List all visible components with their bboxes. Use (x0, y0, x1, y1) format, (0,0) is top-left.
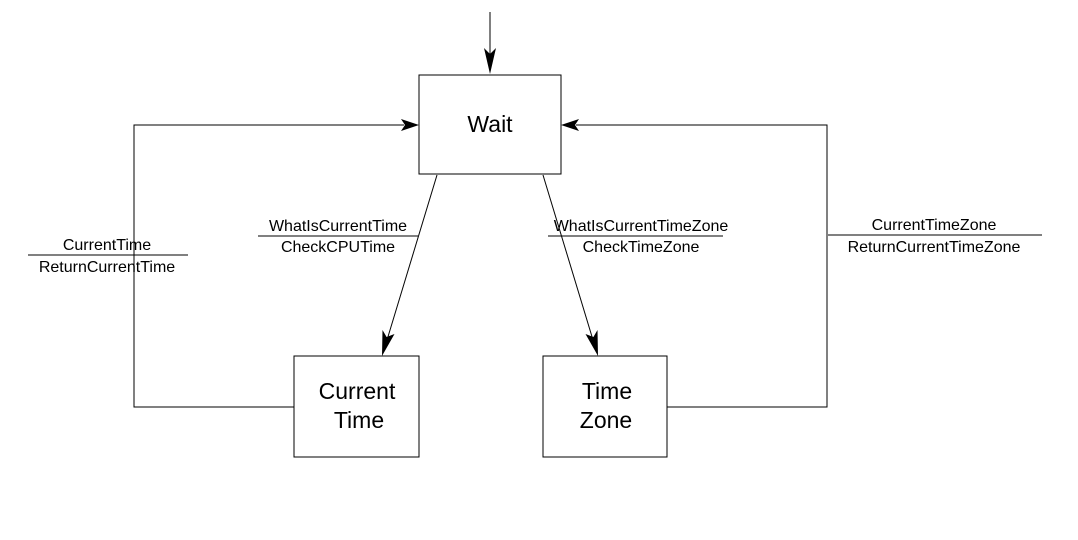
initial-transition (484, 12, 496, 74)
state-time-zone-box (542, 355, 668, 458)
state-current-time-label-line1: Current (319, 378, 396, 404)
transition-what-is-current-time-zone: WhatIsCurrentTimeZone CheckTimeZone (542, 174, 729, 356)
state-wait-box (418, 74, 562, 175)
state-wait-label: Wait (467, 111, 513, 137)
transition-current-time-zone-return: CurrentTimeZone ReturnCurrentTimeZone (561, 119, 1042, 408)
label-what-is-current-time: WhatIsCurrentTime (269, 218, 407, 235)
arrowhead-to-current-time (382, 330, 395, 356)
label-return-current-time: ReturnCurrentTime (39, 259, 175, 276)
initial-arrowhead (484, 48, 496, 74)
state-current-time: Current Time (293, 355, 420, 458)
state-time-zone-label-line1: Time (582, 378, 632, 404)
arrowhead-return-time-zone (561, 119, 579, 131)
state-time-zone-label-line2: Zone (580, 407, 632, 433)
label-check-cpu-time: CheckCPUTime (281, 239, 395, 256)
arrowhead-to-time-zone (585, 330, 598, 356)
label-check-time-zone: CheckTimeZone (583, 239, 700, 256)
transition-what-is-current-time: WhatIsCurrentTime CheckCPUTime (258, 174, 438, 356)
state-current-time-box (293, 355, 420, 458)
arrowhead-return-current-time (401, 119, 419, 131)
transition-current-time-return: CurrentTime ReturnCurrentTime (28, 119, 419, 408)
state-time-zone: Time Zone (542, 355, 668, 458)
label-return-current-time-zone: ReturnCurrentTimeZone (848, 239, 1021, 256)
label-current-time: CurrentTime (63, 237, 151, 254)
state-wait: Wait (418, 74, 562, 175)
label-what-is-current-time-zone: WhatIsCurrentTimeZone (554, 218, 729, 235)
state-current-time-label-line2: Time (334, 407, 384, 433)
label-current-time-zone: CurrentTimeZone (872, 217, 997, 234)
